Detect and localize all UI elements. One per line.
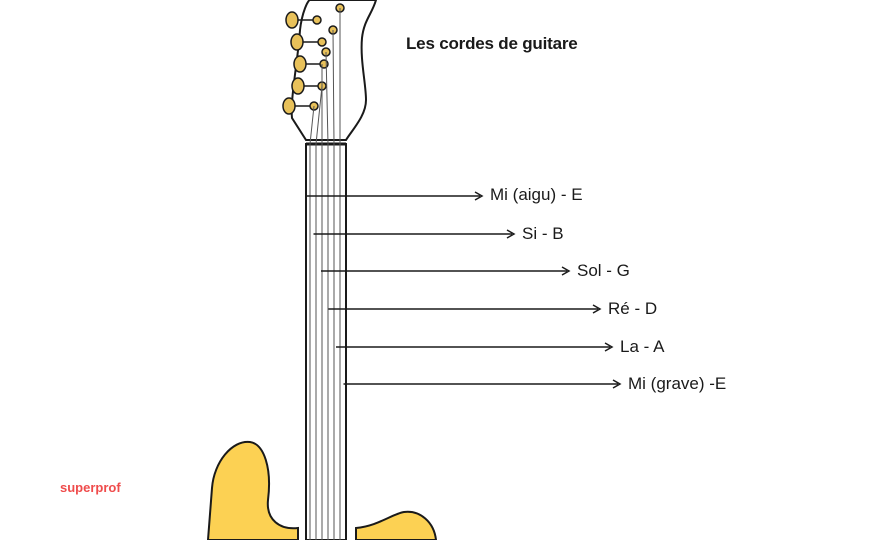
arrow-head-b bbox=[506, 229, 516, 239]
arrow-head-e-high bbox=[474, 191, 484, 201]
string-a bbox=[332, 29, 335, 540]
guitar-body-right-horn bbox=[355, 510, 438, 541]
string-e-high bbox=[309, 105, 315, 540]
guitar-body-left-horn bbox=[206, 440, 299, 541]
string-label-e-high: Mi (aigu) - E bbox=[490, 185, 583, 204]
string-label-e-low: Mi (grave) -E bbox=[628, 374, 727, 393]
string-label-g: Sol - G bbox=[577, 261, 630, 280]
arrow-head-d bbox=[592, 304, 602, 314]
arrows-group bbox=[306, 191, 622, 389]
string-label-b: Si - B bbox=[522, 224, 564, 243]
string-label-d: Ré - D bbox=[608, 299, 658, 318]
arrow-head-g bbox=[561, 266, 571, 276]
arrow-head-e-low bbox=[612, 379, 622, 389]
string-b bbox=[315, 85, 323, 540]
string-label-a: La - A bbox=[620, 337, 665, 356]
brand-logo: superprof bbox=[60, 480, 121, 495]
string-d bbox=[325, 51, 329, 540]
arrow-head-a bbox=[604, 342, 614, 352]
strings-group bbox=[309, 8, 341, 540]
diagram-title: Les cordes de guitare bbox=[406, 34, 578, 53]
